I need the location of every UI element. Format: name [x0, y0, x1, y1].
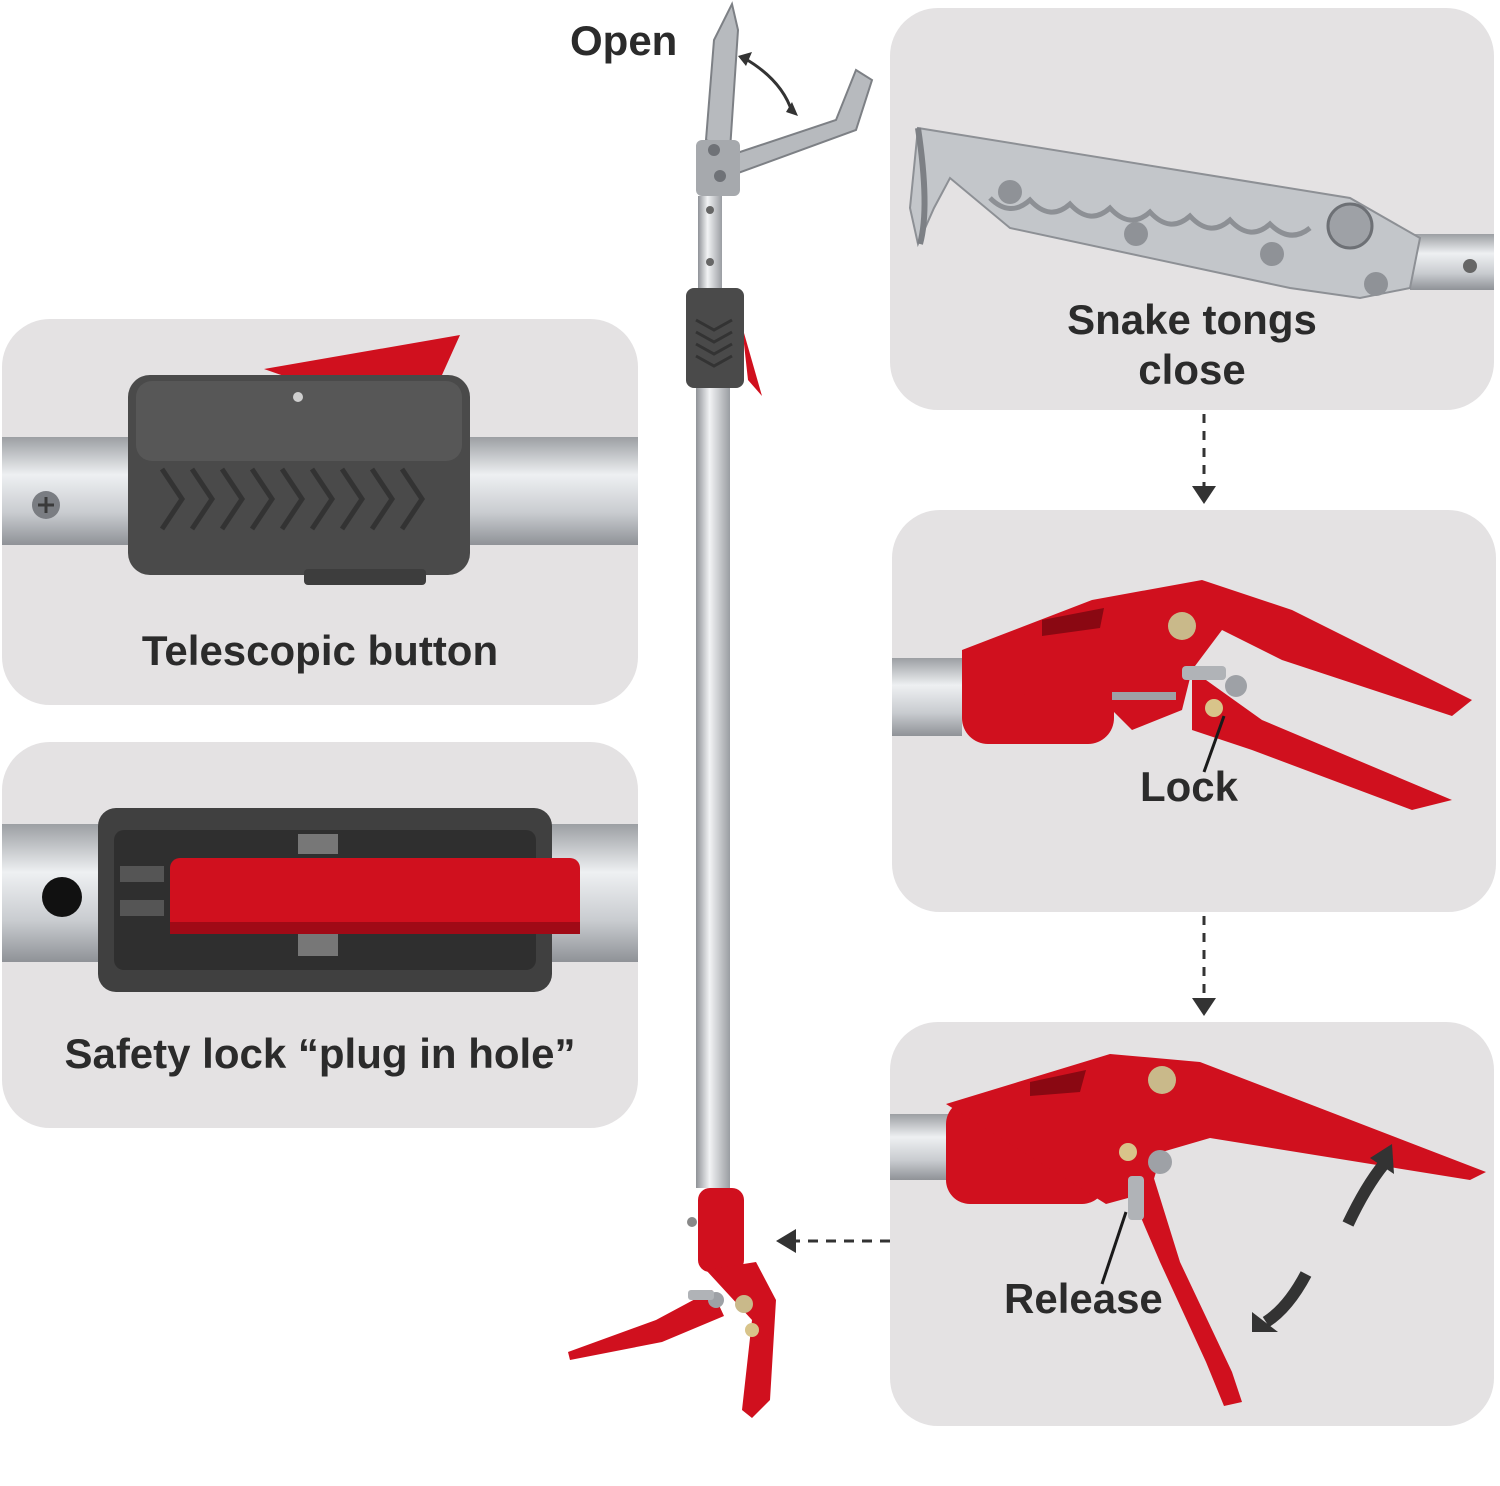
- open-label: Open: [570, 17, 678, 64]
- telescopic-button-label: Telescopic button: [141, 627, 499, 674]
- snake-tongs-close-label-line1: Snake tongs: [1067, 296, 1317, 343]
- telescopic-button-illustration: [2, 335, 638, 585]
- safety-lock-illustration: [2, 808, 638, 992]
- lock-panel: Lock: [892, 510, 1496, 912]
- lock-label: Lock: [1140, 763, 1239, 810]
- arrow-left: [776, 1229, 890, 1253]
- release-label: Release: [1004, 1275, 1163, 1322]
- safety-lock-label: Safety lock “plug in hole”: [64, 1030, 576, 1077]
- release-panel: Release: [890, 1022, 1494, 1426]
- snake-tongs-close-label-line2: close: [1138, 346, 1246, 393]
- arrow-down-2: [1192, 916, 1216, 1016]
- release-handle-illustration: [890, 1054, 1486, 1406]
- snake-tongs-close-panel: Snake tongs close: [890, 8, 1494, 410]
- lock-handle-illustration: [892, 580, 1472, 810]
- snake-tongs-jaw-illustration: [908, 126, 1494, 300]
- safety-lock-panel: Safety lock “plug in hole”: [2, 742, 638, 1128]
- telescopic-button-panel: Telescopic button: [2, 319, 638, 705]
- snake-tongs-pole-illustration: [568, 1, 874, 1418]
- arrow-down-1: [1192, 414, 1216, 504]
